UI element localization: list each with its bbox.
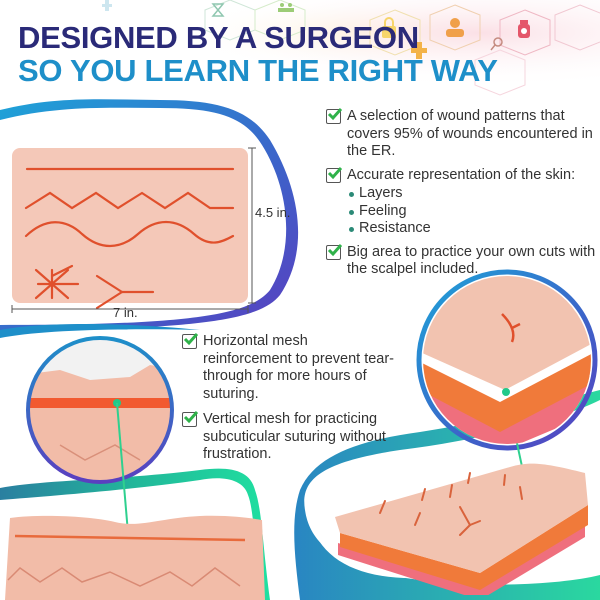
sub-item: Resistance xyxy=(347,220,575,238)
suture-pad-diagram xyxy=(11,147,256,313)
feature-text: Accurate representation of the skin: xyxy=(347,166,576,183)
vertical-mesh-pad xyxy=(5,515,265,600)
checkbox-icon xyxy=(326,166,342,183)
checkbox-icon xyxy=(182,333,198,349)
hourglass-icon xyxy=(211,3,225,17)
feature-text: Big area to practice your own cuts with … xyxy=(347,243,596,278)
height-label: 4.5 in. xyxy=(255,205,291,220)
sub-item: Feeling xyxy=(347,203,575,221)
plus-icon xyxy=(102,0,112,11)
feature-item: Big area to practice your own cuts with … xyxy=(326,244,596,279)
star-wound xyxy=(34,264,80,300)
horizontal-mesh-closeup xyxy=(26,336,174,484)
skin-properties-list: Layers Feeling Resistance xyxy=(347,185,575,238)
plus-icon xyxy=(411,42,427,59)
feature-item: Horizontal mesh reinforcement to prevent… xyxy=(182,333,397,403)
feature-text: Vertical mesh for practicing subcuticula… xyxy=(203,411,386,462)
feature-item: Accurate representation of the skin: Lay… xyxy=(326,167,596,238)
sub-item: Layers xyxy=(347,185,575,203)
doctor-icon xyxy=(446,18,464,37)
y-wound xyxy=(95,274,155,310)
hexagon-network-background xyxy=(0,0,600,110)
feature-text: A selection of wound patterns that cover… xyxy=(347,108,593,159)
feature-item: A selection of wound patterns that cover… xyxy=(326,108,596,161)
suture-pad-3d xyxy=(335,463,588,595)
pointer-dot xyxy=(502,388,510,396)
lock-icon xyxy=(382,17,396,38)
headline-secondary: SO YOU LEARN THE RIGHT WAY xyxy=(18,53,498,88)
zigzag-wound xyxy=(24,191,235,210)
wave-wound xyxy=(24,221,235,247)
width-label: 7 in. xyxy=(113,305,138,320)
checkbox-icon xyxy=(326,243,342,260)
layered-pad-closeup xyxy=(423,276,591,444)
checkbox-icon xyxy=(326,108,342,124)
feature-text: Horizontal mesh reinforcement to prevent… xyxy=(203,333,395,402)
headline-primary: DESIGNED BY A SURGEON xyxy=(18,20,419,55)
feature-list-top: A selection of wound patterns that cover… xyxy=(326,108,596,285)
checkbox-icon xyxy=(182,411,198,427)
medicine-bottle-icon xyxy=(518,20,530,38)
magnifier-icon xyxy=(490,37,503,51)
people-icon xyxy=(278,3,294,12)
feature-list-bottom: Horizontal mesh reinforcement to prevent… xyxy=(182,333,397,470)
feature-item: Vertical mesh for practicing subcuticula… xyxy=(182,411,397,464)
